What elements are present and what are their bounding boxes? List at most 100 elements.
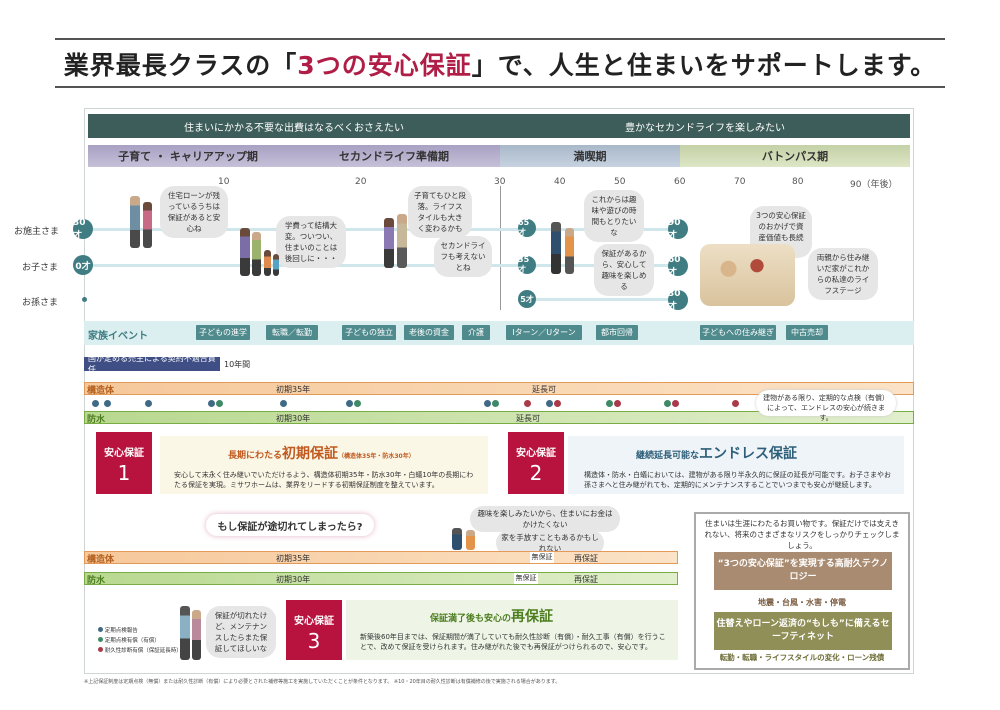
person-elder-1-icon [180,606,190,660]
inspect-dot [484,400,491,407]
inspect-dot [492,400,499,407]
water-label-2: 防水 [87,576,106,586]
tick-20: 20 [355,177,367,187]
phase-4: バトンパス期 [680,145,910,167]
phase-3: 満喫期 [500,145,680,167]
bubble-no-spend: 趣味を楽しみたいから、住まいにお金はかけたくない [470,506,620,532]
person-family-3-icon [264,250,271,276]
person-worried-1-icon [452,528,462,550]
footnote: ※上記保証制度は定期点検（無償）または耐久性診断（有償）により必要とされた補修等… [84,679,561,685]
guarantee-3-body: 新築後60年目までは、保証期間が満了していても耐久性診断（有償）・耐久工事（有償… [360,633,666,651]
tick-50: 50 [614,177,626,187]
person-family-1-icon [240,228,250,276]
guarantee-1-title: 長期にわたる初期保証（構造体35年・防水30年） [228,446,415,462]
struct-init-2: 初期35年 [276,554,311,563]
water-bar-1 [84,411,914,424]
question-bubble: もし保証が途切れてしまったら? [206,514,374,536]
inspect-dot [614,400,621,407]
page-title: 業界最長クラスの「3つの安心保証」で、人生と住まいをサポートします。 [63,51,937,80]
divider-30 [500,186,501,310]
struct-label-1: 構造体 [87,386,115,396]
tick-70: 70 [734,177,746,187]
water-label-1: 防水 [87,415,106,425]
event-inheritance: 子どもへの住み継ぎ [700,325,776,340]
guarantee-1-body: 安心して末永く住み継いでいただけるよう、構造体初期35年・防水30年・白蟻10年… [174,471,474,489]
guarantee-1-num: 1 [117,461,131,485]
row-label-grandchild: お孫さま [22,298,59,308]
struct-re-2: 再保証 [574,554,598,563]
title-top-rule [55,38,945,40]
band-right: 豊かなセカンドライフを楽しみたい [500,114,910,138]
guarantee-2-title: 継続延長可能なエンドレス保証 [636,446,798,462]
age-child-60: 60才 [668,255,688,278]
family-gathering-icon [700,244,795,306]
event-independence: 子どもの独立 [342,325,396,340]
inspect-dot [732,400,739,407]
bubble-inherit: 両親から住み継いだ家がこれからの私達のライフステージ [808,248,878,300]
age-child-35: 35才 [518,255,536,274]
tick-80: 80 [792,177,804,187]
legend: 定期点検報告 定期点検有償（有償） 耐久性診断有償（保証延長時） [98,626,182,656]
age-grand-30: 30才 [668,289,688,312]
inspect-dot [524,400,531,407]
event-urban-return: 都市回帰 [596,325,638,340]
water-none-2: 無保証 [514,573,538,584]
guarantee-2-body: 構造体・防水・白蟻においては、建物がある限り半永久的に保証の延長が可能です。お子… [584,471,891,489]
inspect-dot [208,400,215,407]
event-retirement-funds: 老後の資金 [404,325,454,340]
row-label-child: お子さま [22,263,59,273]
event-resale: 中古売却 [786,325,828,340]
guarantee-2-badge: 安心保証 2 [508,432,564,494]
guarantee-3-title: 保証満了後も安心の再保証 [430,609,554,625]
water-init-2: 初期30年 [276,575,311,584]
guarantee-3-badge: 安心保証 3 [286,600,342,660]
event-iturn: Iターン／Uターン [506,325,582,340]
age-owner-65: 65才 [518,218,536,237]
phase-1: 子育て ・ キャリアアップ期 [88,145,288,167]
bubble-maintenance: 保証が切れたけど、メンテナンスしたらまた保証してほしいな [206,606,276,658]
tick-60: 60 [674,177,686,187]
bubble-tuition: 学費って結構大変。ついつい、住まいのことは後回しに・・・ [276,216,346,268]
person-father-icon [130,196,140,248]
endless-note: 建物がある限り、定期的な点検（有償）によって、エンドレスの安心が続きます。 [756,390,896,422]
struct-bar-1 [84,382,914,395]
water-ext-1: 延長可 [516,414,540,423]
person-elder-2-icon [192,610,201,660]
person-senior-1-icon [551,222,561,274]
legend-item-1: 定期点検報告 [98,626,182,636]
event-school: 子どもの進学 [196,325,250,340]
life-risks: 転勤・転職・ライフスタイルの変化・ローン残債 [719,653,885,662]
person-family-4-icon [273,254,279,276]
tick-10: 10 [218,177,230,187]
grandchild-line [520,298,684,301]
inspect-dot [104,400,111,407]
inspect-dot [92,400,99,407]
guarantee-3-card [346,600,678,660]
title-bottom-rule [55,86,945,88]
tick-90: 90（年後） [850,180,898,190]
natural-risks: 地震・台風・水害・停電 [758,598,846,607]
inspect-dot [554,400,561,407]
bubble-loan: 住宅ローンが残っているうちは保証があると安心ね [160,186,228,238]
guarantee-2-card [568,436,904,494]
legal-years: 10年間 [224,360,251,369]
person-couple-1-icon [384,218,394,268]
family-event-label: 家族イベント [88,331,148,342]
water-init-1: 初期30年 [276,414,311,423]
row-label-owner: お施主さま [14,227,60,237]
inspect-dot [145,400,152,407]
guarantee-3-num: 3 [307,629,321,653]
inspect-dot [664,400,671,407]
safety-net-button[interactable]: 住替えやローン返済の“もしも”に備えるセーフティネット [714,612,892,650]
inspect-dot [280,400,287,407]
phase-2: セカンドライフ準備期 [288,145,500,167]
tech-button[interactable]: “3つの安心保証”を実現する高耐久テクノロジー [714,552,892,590]
age-owner-start: 30才 [73,218,93,241]
legal-liability-bar: 国が定める売主による契約不適合責任 [84,354,220,374]
person-senior-2-icon [565,228,574,274]
guarantee-2-num: 2 [529,461,543,485]
struct-ext-1: 延長可 [532,385,556,394]
struct-none-2: 無保証 [530,552,554,563]
inspect-dot [354,400,361,407]
person-worried-2-icon [466,530,475,550]
